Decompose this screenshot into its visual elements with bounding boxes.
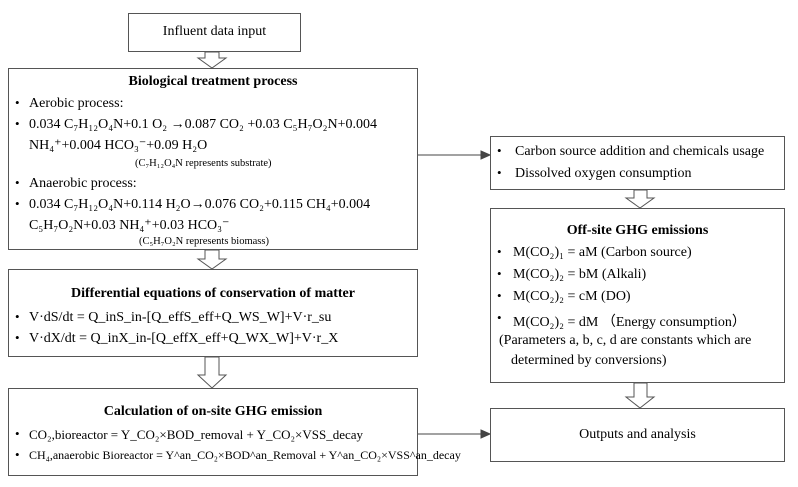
bullet: • [15,95,20,110]
influent-label: Influent data input [162,24,267,39]
offsite-note-2: determined by conversions) [511,353,667,368]
onsite-calculation-box: Calculation of on-site GHG emission • CO… [8,388,461,476]
carbon-source-box: • Carbon source addition and chemicals u… [490,136,785,190]
biological-treatment-box: Biological treatment process • Aerobic p… [8,68,418,250]
calc-title: Calculation of on-site GHG emission [103,404,323,419]
bullet: • [15,196,20,211]
offsite-item-1: M(CO₂)₁ = aM (Carbon source) [513,245,692,260]
aerobic-note: (C₇H₁₂O₄N represents substrate) [135,158,272,169]
aerobic-equation-line-2: NH₄⁺+0.004 HCO₃⁻+0.09 H₂O [29,138,208,153]
bullet: • [15,447,20,462]
bullet: • [15,116,20,131]
arrow-carbon-to-offsite [624,189,656,209]
bullet: • [497,244,502,259]
bio-title: Biological treatment process [128,74,298,89]
diff-equation-1: V·dS/dt = Q_inS_in-[Q_effS_eff+Q_WS_W]+V… [29,310,332,325]
bullet: • [497,310,502,325]
bullet: • [15,309,20,324]
calc-equation-2: CH₄,anaerobic Bioreactor = Y^an_CO₂×BOD^… [29,448,461,462]
outputs-label: Outputs and analysis [579,427,696,442]
bullet: • [15,330,20,345]
offsite-emissions-box: Off-site GHG emissions • M(CO₂)₁ = aM (C… [490,208,785,383]
offsite-note-1: (Parameters a, b, c, d are constants whi… [499,333,752,348]
offsite-item-2: M(CO₂)₂ = bM (Alkali) [513,267,647,282]
arrow-offsite-to-outputs [624,382,656,409]
diff-title: Differential equations of conservation o… [71,286,355,301]
anaerobic-note: (C₅H₇O₂N represents biomass) [139,236,269,247]
arrow-diff-to-calc [196,356,228,389]
differential-equations-box: Differential equations of conservation o… [8,269,418,357]
bullet: • [497,288,502,303]
bullet: • [497,143,502,158]
bullet: • [497,266,502,281]
calc-equation-1: CO₂,bioreactor = Y_CO₂×BOD_removal + Y_C… [29,427,364,442]
carbon-item-1: Carbon source addition and chemicals usa… [515,144,765,159]
aerobic-equation-line-1: 0.034 C₇H₁₂O₄N+0.1 O₂ →0.087 CO₂ +0.03 C… [29,117,378,132]
outputs-box: Outputs and analysis [490,408,785,462]
influent-box: Influent data input [128,13,301,52]
carbon-item-2: Dissolved oxygen consumption [515,166,692,181]
bullet: • [15,175,20,190]
offsite-item-4: M(CO₂)₂ = dM （Energy consumption） [513,315,746,330]
anaerobic-equation-line-2: C₅H₇O₂N+0.03 NH₄⁺+0.03 HCO₃⁻ [29,218,230,233]
diff-equation-2: V·dX/dt = Q_inX_in-[Q_effX_eff+Q_WX_W]+V… [29,331,339,346]
anaerobic-label: Anaerobic process: [29,176,137,191]
offsite-title: Off-site GHG emissions [566,223,709,238]
arrow-influent-to-bio [196,51,228,69]
bullet: • [497,165,502,180]
bullet: • [15,426,20,441]
aerobic-label: Aerobic process: [29,96,124,111]
offsite-item-3: M(CO₂)₂ = cM (DO) [513,289,631,304]
arrow-bio-to-diff [196,249,228,270]
anaerobic-equation-line-1: 0.034 C₇H₁₂O₄N+0.114 H₂O→0.076 CO₂+0.115… [29,197,371,212]
